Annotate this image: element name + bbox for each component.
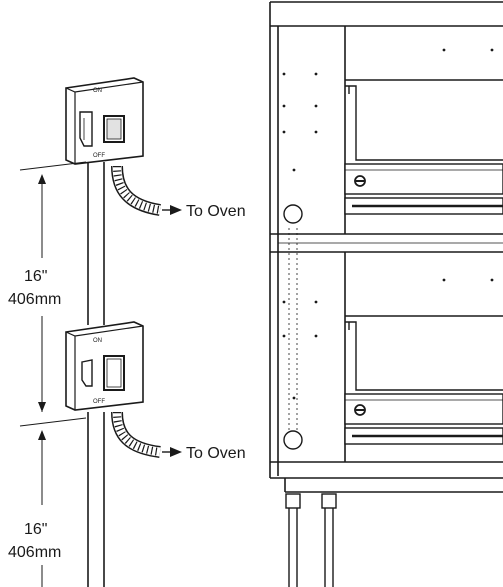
door-handle-upper (354, 175, 366, 187)
oven-deck-upper (344, 79, 503, 215)
knockout-hole-upper (283, 204, 303, 224)
dimension-inches-upper: 16" (24, 268, 47, 285)
to-oven-label-lower: To Oven (186, 445, 246, 462)
dimension-mm-upper: 406mm (8, 291, 61, 308)
dimension-lower (19, 417, 87, 587)
to-oven-label-upper: To Oven (186, 203, 246, 220)
oven-legs (285, 493, 337, 587)
conduit-pipe (87, 162, 105, 587)
panel-rivets (282, 48, 494, 400)
flex-cable-upper (111, 165, 182, 216)
door-handle-lower (354, 404, 366, 416)
switch-off-label: OFF (93, 399, 105, 405)
disconnect-switch-upper: ON OFF (65, 77, 144, 165)
arrowhead-upper (170, 205, 182, 215)
knockout-hole-lower (283, 430, 303, 450)
switch-on-label: ON (93, 338, 102, 344)
switch-lever (79, 111, 93, 147)
conduit-knockouts (283, 204, 303, 450)
oven-deck-lower (344, 315, 503, 445)
disconnect-switch-lower: ON OFF (65, 321, 144, 411)
dimension-inches-lower: 16" (24, 521, 47, 538)
arrowhead-lower (170, 447, 182, 457)
switch-lever (81, 359, 93, 387)
dimension-mm-lower: 406mm (8, 544, 61, 561)
flex-cable-lower (111, 411, 182, 458)
dimension-upper (19, 161, 87, 412)
switch-off-label: OFF (93, 153, 105, 159)
switch-on-label: ON (93, 88, 102, 94)
oven-cabinet (269, 1, 503, 493)
